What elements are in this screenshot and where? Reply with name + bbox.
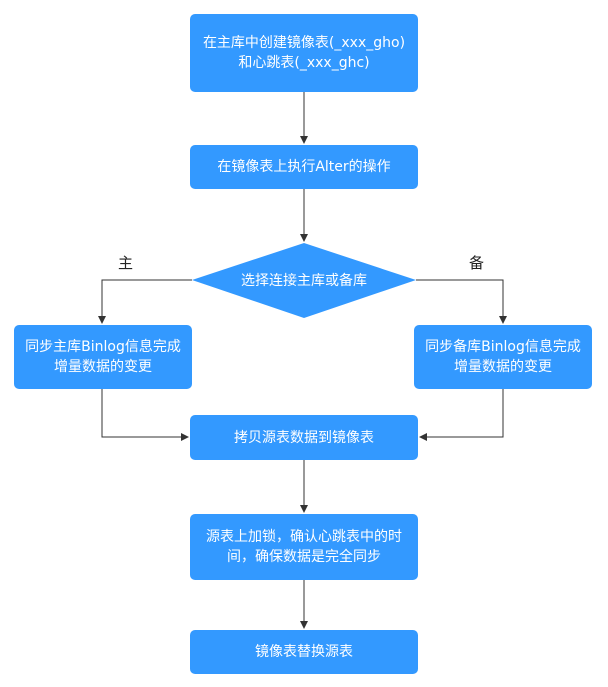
node-replace: 镜像表替换源表 [190, 630, 418, 674]
node-sync-primary-label: 同步主库Binlog信息完成增量数据的变更 [25, 339, 181, 375]
node-copy: 拷贝源表数据到镜像表 [190, 415, 418, 460]
node-lock-verify: 源表上加锁，确认心跳表中的时间，确保数据是完全同步 [190, 514, 418, 580]
decision-diamond [192, 243, 416, 318]
arrow-standby-to-copy [419, 389, 504, 441]
node-sync-standby: 同步备库Binlog信息完成增量数据的变更 [414, 325, 592, 389]
node-alter: 在镜像表上执行Alter的操作 [190, 145, 418, 189]
node-replace-label: 镜像表替换源表 [255, 644, 353, 660]
node-create-tables: 在主库中创建镜像表(_xxx_gho)和心跳表(_xxx_ghc) [190, 14, 418, 92]
node-sync-standby-label: 同步备库Binlog信息完成增量数据的变更 [425, 339, 581, 375]
node-choose-label: 选择连接主库或备库 [212, 266, 396, 294]
arrow-choose-to-standby [416, 279, 507, 324]
node-sync-primary: 同步主库Binlog信息完成增量数据的变更 [14, 325, 192, 389]
node-choose-text: 选择连接主库或备库 [241, 273, 367, 289]
node-create-tables-label: 在主库中创建镜像表(_xxx_gho)和心跳表(_xxx_ghc) [202, 35, 406, 71]
arrow-primary-to-copy [101, 389, 189, 441]
label-primary: 主 [118, 254, 134, 272]
node-copy-label: 拷贝源表数据到镜像表 [234, 429, 374, 446]
label-standby: 备 [469, 254, 485, 272]
arrow-choose-to-primary [98, 279, 192, 324]
node-alter-label: 在镜像表上执行Alter的操作 [217, 159, 391, 175]
node-lock-verify-label: 源表上加锁，确认心跳表中的时间，确保数据是完全同步 [206, 529, 402, 565]
